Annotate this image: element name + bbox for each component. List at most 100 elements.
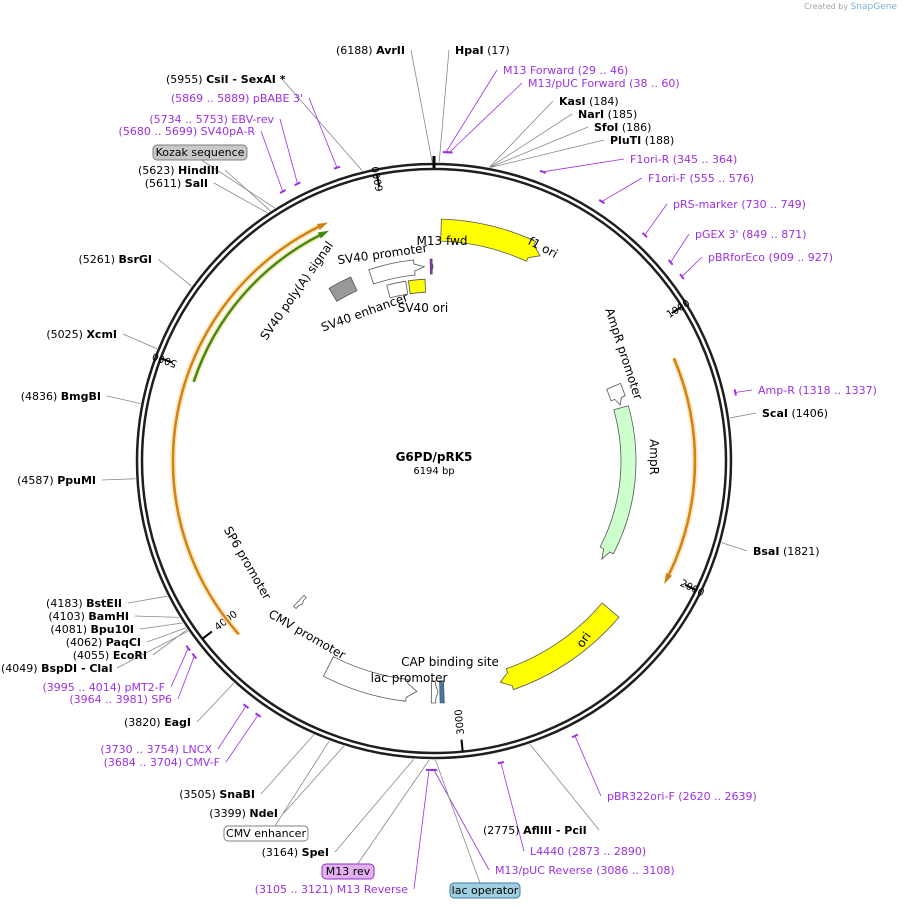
site-leader-AflIII xyxy=(529,743,600,831)
site-label-NarI: NarI (185) xyxy=(578,108,637,121)
box-bg xyxy=(449,882,521,899)
site-label-EcoRI: (4055) EcoRI xyxy=(73,649,147,662)
primer-leader xyxy=(500,762,525,852)
site-name: BamHI xyxy=(88,610,129,623)
feature-arrows xyxy=(292,218,637,704)
site-position: (3505) xyxy=(179,788,216,801)
tick-5000 xyxy=(160,357,173,364)
primer-name: M13/pUC Reverse xyxy=(495,864,593,877)
primer-name: pRS-marker xyxy=(673,198,738,211)
feature-sv40-poly-a-signal xyxy=(328,276,358,302)
primer-leader xyxy=(542,158,625,173)
site-name: SnaBI xyxy=(219,788,255,801)
primer-position: (3105 .. 3121) xyxy=(255,883,334,896)
site-label-XcmI: (5025) XcmI xyxy=(46,328,117,341)
primer-name: pGEX 3' xyxy=(695,228,739,241)
primer-label: pBRforEco (909 .. 927) xyxy=(708,251,833,264)
primer-name: pBABE 3' xyxy=(253,92,303,105)
primer-leader xyxy=(681,256,703,277)
site-name: PluTI xyxy=(610,134,641,147)
site-name: AvrII xyxy=(376,44,405,57)
site-name: BsaI xyxy=(753,545,779,558)
tick-2000 xyxy=(684,583,697,592)
site-name: BstEII xyxy=(86,597,122,610)
site-label-SalI: (5611) SalI xyxy=(145,177,208,190)
tick-label-3000: 3000 xyxy=(454,709,467,735)
site-leader-PpuMI xyxy=(101,478,136,481)
feature-sv40-ori xyxy=(407,278,427,295)
primer-position: (5869 .. 5889) xyxy=(171,92,250,105)
site-label-BsrGI: (5261) BsrGI xyxy=(78,253,152,266)
site-name: BspDI xyxy=(41,662,77,675)
primer-bind-mark xyxy=(242,703,250,709)
primer-name: SV40pA-R xyxy=(201,125,256,138)
primer-label: (3684 .. 3704) CMV-F xyxy=(104,756,220,769)
orf-halo-2 xyxy=(190,231,329,383)
primer-name: CMV-F xyxy=(186,756,220,769)
site-position: (5025) xyxy=(46,328,83,341)
primer-bind-mark xyxy=(294,181,301,187)
site-position: (4062) xyxy=(66,636,103,649)
primer-leader xyxy=(670,233,690,263)
site-name: EagI xyxy=(164,716,191,729)
primer-label: pRS-marker (730 .. 749) xyxy=(673,198,806,211)
site-position: (5955) xyxy=(166,73,203,86)
primer-position: (3730 .. 3754) xyxy=(100,743,179,756)
primer-label: (3964 .. 3981) SP6 xyxy=(69,693,172,706)
primer-bind-mark xyxy=(598,199,605,205)
box-leader xyxy=(347,759,430,879)
site-label-HpaI: HpaI (17) xyxy=(455,44,510,57)
box-label: CMV enhancer xyxy=(226,827,306,840)
feature-cmv-promoter xyxy=(322,656,418,702)
plasmid-name: G6PD/pRK5 xyxy=(396,450,473,464)
site-name: KasI xyxy=(559,95,586,108)
site-position: (4183) xyxy=(46,597,83,610)
primer-label: M13/pUC Forward (38 .. 60) xyxy=(528,77,680,90)
site-position: (3164) xyxy=(262,846,299,859)
site-leader-NarI xyxy=(489,113,573,168)
site-name: SpeI xyxy=(302,846,329,859)
site-position: (17) xyxy=(487,44,510,57)
box-label: lac operator xyxy=(452,884,519,897)
site-leader-CsiI xyxy=(281,78,363,172)
site-label-PluTI: PluTI (188) xyxy=(610,134,674,147)
feature-label: M13 fwd xyxy=(417,234,468,248)
feature-cap-binding-site xyxy=(439,680,445,704)
site-position: (5623) xyxy=(138,164,175,177)
primer-bind-mark xyxy=(497,761,505,765)
site-leader-PaqCI xyxy=(146,627,187,643)
primer-bind-mark xyxy=(679,273,685,280)
primer-bind-mark xyxy=(733,389,737,396)
primer-leader xyxy=(449,82,523,153)
site-leader-SpeI xyxy=(334,759,414,853)
site-label-BamHI: (4103) BamHI xyxy=(48,610,129,623)
site-name: EcoRI xyxy=(113,649,147,662)
primer-position: (2873 .. 2890) xyxy=(568,845,647,858)
site-leader-NdeI xyxy=(283,745,345,814)
site-name: PaqCI xyxy=(106,636,141,649)
site-leader-HpaI xyxy=(438,49,450,163)
site-position: (4836) xyxy=(21,390,58,403)
feature-ori xyxy=(499,602,620,691)
primer-bind-mark xyxy=(667,259,674,266)
site-leader-SfoI xyxy=(489,126,589,168)
tick-label-6000: 6000 xyxy=(370,165,386,192)
feature-sv40-enhancer xyxy=(386,280,409,299)
label-leader-lines xyxy=(101,49,757,898)
box-label: M13 rev xyxy=(326,865,371,878)
feature-label: AmpR promoter xyxy=(602,306,645,401)
feature-label: SV40 enhancer xyxy=(319,290,410,334)
site-label-EagI: (3820) EagI xyxy=(124,716,191,729)
primer-position: (2620 .. 2639) xyxy=(678,790,757,803)
primer-position: (38 .. 60) xyxy=(629,77,680,90)
site-name: PpuMI xyxy=(57,474,96,487)
primer-label: F1ori-F (555 .. 576) xyxy=(648,172,754,185)
site-label-BmgBI: (4836) BmgBI xyxy=(21,390,101,403)
site-leader-EcoRI xyxy=(152,629,188,656)
primer-name: L4440 xyxy=(530,845,564,858)
site-leader-BstEII xyxy=(127,595,168,604)
site-name: NarI xyxy=(578,108,604,121)
primer-bind-mark xyxy=(539,169,547,174)
box-bg xyxy=(152,144,248,161)
